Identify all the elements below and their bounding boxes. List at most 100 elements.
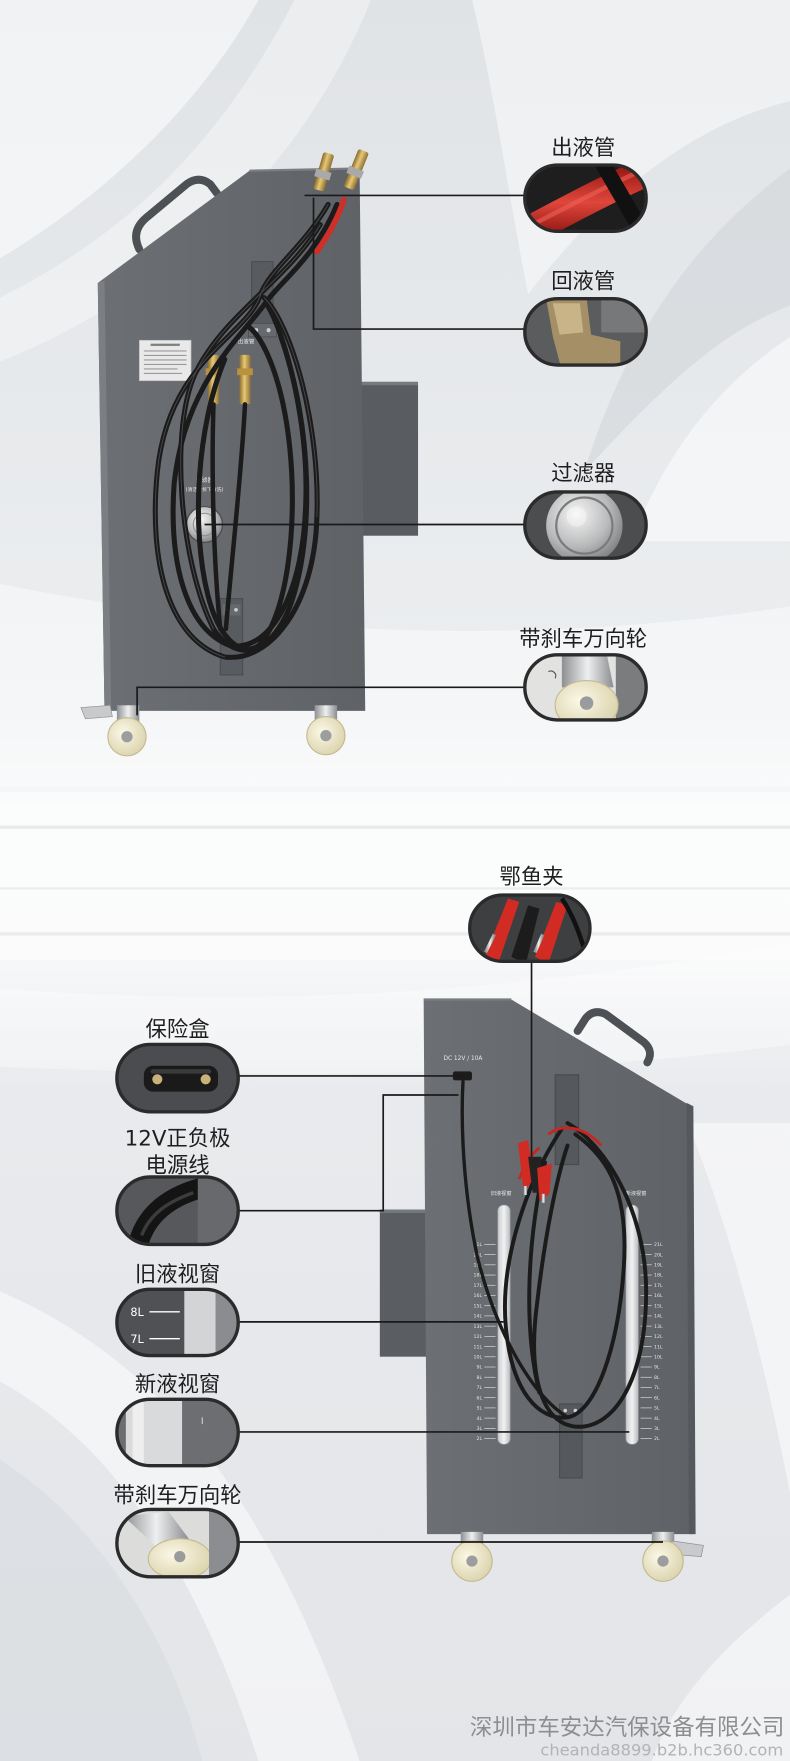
callout-frame [115,1287,240,1358]
callout-frame [115,1175,240,1247]
callout-label-return-hose: 回液管 [551,270,615,295]
hose-bundle [152,197,347,660]
callout-frame [523,653,648,722]
scale-mark-label: 9L [654,1365,660,1371]
scale-mark-label: 16L [473,1293,482,1299]
scale-mark-label: 17L [473,1283,482,1289]
scale-mark-label: 12L [473,1334,482,1340]
callout-frame [115,1397,240,1468]
callout-photo-fuse-box [116,1044,239,1112]
side-box [359,381,419,536]
callout-photo-filter [524,491,647,559]
company-url: cheanda8899.b2b.hc360.com [540,1740,783,1759]
scale-mark-label: 21L [654,1242,663,1248]
scale-mark-label: 2L [654,1436,660,1442]
scale-mark-label: 5L [654,1406,660,1412]
callout-photo-return-hose [524,298,647,366]
scale-mark-label: 13L [473,1324,482,1330]
connector-return-hose [312,197,525,330]
top-hose-fittings [313,149,369,192]
scale-mark-label: 11L [473,1344,482,1350]
callout-label-caster-top: 带刹车万向轮 [519,627,647,652]
callout-label-power-cable-line1: 12V正负极 [125,1127,231,1152]
callout-photo-old-fluid-window: 8L 7L [116,1289,239,1356]
callout-photo-new-fluid-window [116,1399,239,1466]
scale-mark-label: 13L [654,1324,663,1330]
scale-mark-label: 16L [654,1293,663,1299]
scale-mark-label: 7L [476,1385,482,1391]
left-scale-marks: 21L20L19L18L17L16L15L14L13L12L11L10L9L8L… [473,1242,496,1442]
red-hose-segment [314,197,347,255]
right-scale-marks: 21L20L19L18L17L16L15L14L13L12L11L10L9L8L… [640,1242,663,1442]
front-left-caster [80,704,147,757]
callout-photo-caster-bottom [116,1509,239,1577]
scale-mark-label: 12L [654,1334,663,1340]
callout-frame [523,163,648,234]
inset-mark-8l: 8L [130,1306,144,1319]
callout-label-new-fluid-window: 新液视窗 [135,1373,220,1398]
callout-label-power-cable-line2: 电源线 [146,1154,210,1179]
callout-frame [523,297,648,367]
scale-mark-label: 11L [654,1344,663,1350]
scale-mark-label: 15L [654,1303,663,1309]
old-fluid-window-label: 旧液视窗 [491,1189,512,1197]
scale-mark-label: 9L [476,1365,482,1371]
scale-mark-label: 10L [654,1354,663,1360]
callout-frame [523,490,648,560]
scale-mark-label: 2L [476,1436,482,1442]
scale-mark-label: 14L [473,1314,482,1320]
front-right-caster [306,705,346,756]
callout-frame [468,893,592,964]
callout-label-fuse-box: 保险盒 [146,1018,210,1043]
scale-mark-label: 6L [476,1395,482,1401]
callout-photo-power-cable [116,1176,239,1245]
callout-label-alligator-clips: 鄂鱼夹 [500,865,564,890]
side-box [379,1209,430,1357]
scale-mark-label: 15L [473,1303,482,1309]
cabinet-handle [132,175,221,254]
power-rating-label: DC 12V / 10A [444,1056,483,1062]
scale-mark-label: 8L [654,1375,660,1381]
callout-label-outlet-hose: 出液管 [551,136,615,161]
callout-label-old-fluid-window: 旧液视窗 [135,1262,220,1287]
callout-photo-alligator-clips [469,895,590,962]
scale-mark-label: 3L [476,1426,482,1432]
machine-rear-view: DC 12V / 10A 旧液视窗 新液视窗 21L 20L 19L 18L 17L 16… [379,998,704,1582]
bottom-callouts: 鄂鱼夹 保险盒 12V正负极 电源线 [114,865,664,1579]
callout-frame [115,1042,240,1114]
scale-mark-label: 5L [476,1406,482,1412]
scale-mark-label: 19L [654,1263,663,1269]
scale-mark-label: 6L [654,1395,660,1401]
machine-front-view: 出液管 过滤器 (清洁时拆下清洗) [80,149,419,757]
scale-mark-label: 17L [654,1283,663,1289]
scale-mark-label: 18L [654,1273,663,1279]
scale-mark-label: 18L [473,1273,482,1279]
scale-mark-label: 8L [476,1375,482,1381]
callout-label-filter: 过滤器 [551,462,615,487]
filter-label: 过滤器 [196,476,213,484]
scale-mark-label: 7L [654,1385,660,1391]
alligator-clips [518,1139,552,1203]
new-fluid-window-label: 新液视窗 [626,1189,647,1197]
footer: 深圳市车安达汽保设备有限公司 cheanda8899.b2b.hc360.com [470,1715,784,1759]
brake-pedal [80,704,113,720]
scale-mark-label: 10L [473,1354,482,1360]
power-cable [460,1079,570,1420]
scale-mark-label: 3L [654,1426,660,1432]
new-fluid-sight-tube [625,1204,639,1445]
connector-caster-top [136,686,525,716]
scale-mark-label: 4L [476,1416,482,1422]
scale-mark-label: 20L [654,1252,663,1258]
callout-label-caster-bottom: 带刹车万向轮 [114,1484,242,1509]
scale-mark-label: 4L [654,1416,660,1422]
callout-frame [115,1507,240,1579]
cabinet-handle [573,1008,654,1067]
inset-mark-7l: 7L [130,1333,144,1346]
cable-hook-top [554,1074,580,1166]
connector-power-cable [238,1094,459,1212]
port-label: 出液管 [238,338,255,346]
scale-mark-label: 21L [473,1242,482,1248]
company-name: 深圳市车安达汽保设备有限公司 [470,1715,784,1741]
